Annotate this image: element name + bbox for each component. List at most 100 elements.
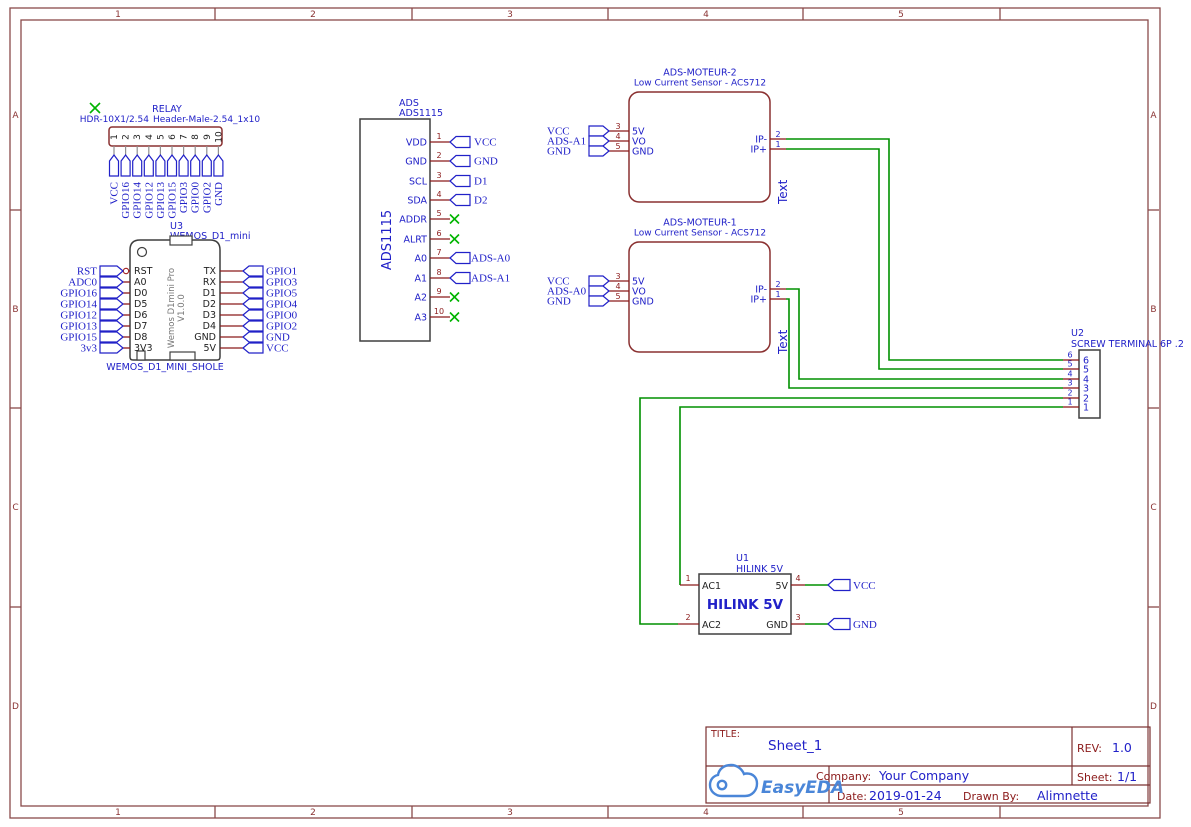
pin-number[interactable]: 7 [436,248,441,257]
component-body[interactable] [628,91,771,203]
net-label[interactable]: GPIO2 [266,321,297,333]
net-flag[interactable] [120,154,131,177]
net-label[interactable]: VCC [474,137,497,149]
pin-name[interactable]: 5V [203,343,216,354]
net-label[interactable]: GPIO13 [60,321,97,333]
pin-number[interactable]: 4 [1067,370,1072,379]
pin-number[interactable]: 6 [1067,351,1072,360]
net-flag[interactable] [449,251,471,265]
pin-name[interactable]: IP+ [751,145,768,156]
component-subtitle[interactable]: Low Current Sensor - ACS712 [634,79,766,89]
net-flag[interactable] [449,271,471,285]
pin-number[interactable]: 7 [180,134,190,140]
pin-name[interactable]: VDD [406,138,427,149]
pin-name[interactable]: 5V [632,277,645,288]
pin-number[interactable]: 6 [168,134,178,140]
net-label[interactable]: ADS-A0 [547,286,587,298]
pin-number[interactable]: 1 [1067,398,1072,407]
net-label[interactable]: VCC [547,276,570,288]
component-body[interactable] [129,239,221,361]
net-label[interactable]: GND [547,296,571,308]
sheet-title[interactable]: Sheet_1 [768,738,822,754]
net-label[interactable]: ADS-A0 [471,253,511,265]
net-label[interactable]: GND [213,182,225,206]
component-designator[interactable]: U3 [170,221,183,232]
net-label[interactable]: GPIO13 [155,182,167,219]
net-label[interactable]: GPIO3 [178,182,190,214]
net-flag[interactable] [99,320,124,332]
net-label[interactable]: VCC [547,126,570,138]
pin-name[interactable]: 5V [775,581,788,592]
drawn-by-value[interactable]: Alimnette [1037,788,1098,803]
pin-name[interactable]: VO [632,137,646,148]
pin-name[interactable]: ADDR [399,215,427,226]
net-label[interactable]: GPIO16 [120,182,132,219]
component-designator[interactable]: U2 [1071,328,1084,339]
wire-term2-ac2[interactable] [639,397,1063,625]
net-label[interactable]: 3v3 [81,343,98,355]
component-footprint[interactable]: WEMOS_D1_MINI_SHOLE [106,362,224,373]
pin-name[interactable]: VO [632,287,646,298]
pin-name[interactable]: GND [766,620,788,631]
net-flag[interactable] [588,125,610,137]
net-label[interactable]: GPIO5 [266,288,298,300]
ads1115-component[interactable]: ADS ADS1115 ADS1115 1 2 3 4 5 6 7 8 9 10… [359,98,511,342]
component-subtitle[interactable]: Low Current Sensor - ACS712 [634,229,766,239]
pin-number[interactable]: 5 [436,209,441,218]
net-flag[interactable] [132,154,143,177]
net-label[interactable]: GPIO12 [60,310,97,322]
net-label[interactable]: GND [474,156,498,168]
net-flag[interactable] [449,193,471,207]
pin-number[interactable]: 5 [615,292,620,301]
net-label[interactable]: GPIO14 [132,182,144,219]
pin-name[interactable]: ALRT [403,235,427,246]
net-label[interactable]: ADS-A1 [547,136,586,148]
net-flag[interactable] [178,154,189,177]
component-name[interactable]: ADS1115 [399,108,443,119]
no-connect-icon[interactable] [449,233,460,245]
net-label[interactable]: VCC [853,580,876,592]
pin-number[interactable]: 4 [145,134,155,140]
pin-name[interactable]: RST [134,266,153,277]
pin-name[interactable]: 3 [1083,384,1089,395]
pin-number[interactable]: 3 [615,122,620,131]
net-flag[interactable] [588,285,610,297]
component-title[interactable]: RELAY [152,104,182,115]
net-flag[interactable] [213,154,224,177]
pin-number[interactable]: 8 [191,134,201,140]
pin-name[interactable]: GND [632,297,654,308]
net-label[interactable]: GPIO14 [60,299,97,311]
wire-moteur2-ipplus-term5[interactable] [786,148,1063,370]
pin-number[interactable]: 8 [436,268,441,277]
net-flag[interactable] [99,265,124,277]
pin-name[interactable]: D4 [203,321,216,332]
net-flag[interactable] [588,295,610,307]
pin-name[interactable]: A0 [134,277,147,288]
net-label[interactable]: D1 [474,176,487,188]
pin-name[interactable]: 1 [1083,403,1089,414]
pin-number[interactable]: 3 [436,171,441,180]
pin-name[interactable]: D8 [134,332,147,343]
ads-moteur-1-component[interactable]: ADS-MOTEUR-1 Low Current Sensor - ACS712… [547,218,790,356]
net-flag[interactable] [242,265,264,277]
net-flag[interactable] [449,154,471,168]
net-flag[interactable] [449,174,471,188]
pin-name[interactable]: 5V [632,127,645,138]
net-flag[interactable] [99,309,124,321]
net-flag[interactable] [155,154,166,177]
pin-number[interactable]: 5 [615,142,620,151]
pin-name[interactable]: SCL [409,177,428,188]
pin-name[interactable]: 3V3 [134,343,153,354]
component-subtitle[interactable]: Header-Male-2.54_1x10 [153,115,260,125]
pin-name[interactable]: D1 [203,288,216,299]
component-name[interactable]: WEMOS_D1_mini [170,231,251,242]
component-title[interactable]: ADS-MOTEUR-2 [663,68,736,79]
wire-term1-ac1[interactable] [679,406,1063,585]
net-label[interactable]: GPIO0 [190,182,202,214]
net-label[interactable]: GPIO15 [167,182,179,219]
wires[interactable] [639,138,1063,625]
net-flag[interactable] [588,135,610,147]
screw-terminal-component[interactable]: U2 SCREW TERMINAL 6P .2 6 5 4 3 2 1 6 5 … [1063,328,1184,419]
